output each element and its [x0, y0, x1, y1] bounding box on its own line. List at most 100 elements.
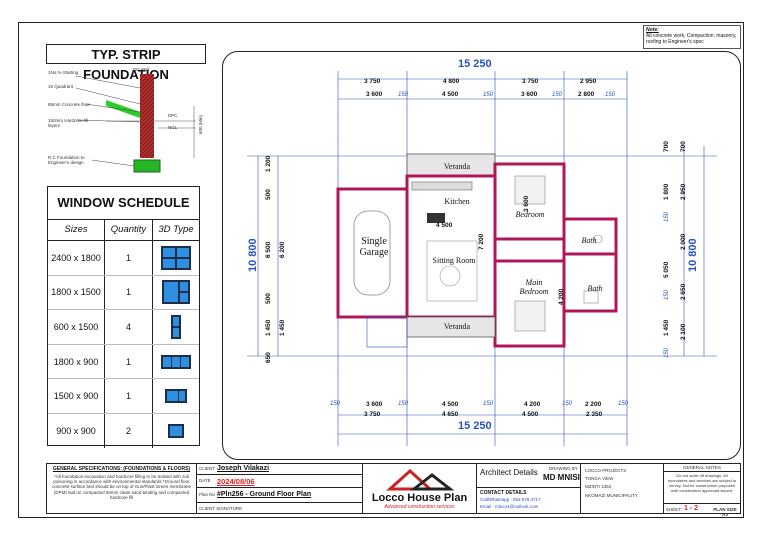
ngl-label: NGL [168, 125, 178, 130]
room-veranda-bottom: Veranda [443, 322, 471, 331]
table-row: 1800 x 1500 1 [48, 275, 199, 311]
right-dim-5: 2 100 [680, 323, 687, 340]
right-inner-6: 150 [664, 347, 670, 358]
top2-dim-6: 150 [552, 92, 563, 98]
right-dim-2: 2 950 [680, 183, 687, 200]
project-cell: LOCCO PROJECTS TONGA VIEW MZINTI 1352 NK… [581, 464, 664, 513]
signature-label: CLIENT SIGNATURE [199, 506, 243, 511]
left-inner-2: 1 450 [279, 319, 286, 336]
bottom2-dim-3: 4 500 [522, 411, 539, 418]
foundation-label-3: 85mm Concrete floor [48, 102, 91, 107]
overall-right-dim: 10 800 [687, 238, 699, 272]
title-block: GENERAL SPECIFICATIONS: (FOUNDATIONS & F… [46, 463, 741, 517]
architect-cell: Architect Details DRAWING BY MD MNISI CO… [477, 464, 581, 513]
left-dim-5: 1 450 [265, 319, 272, 336]
room-garage: Single Garage [359, 236, 389, 258]
right-inner-4: 150 [664, 289, 670, 300]
phone-link[interactable]: Call/Whatsapp : 063 979 4717 [480, 497, 541, 502]
top2-dim-5: 3 600 [521, 91, 538, 98]
drawing-sheet [18, 22, 744, 518]
top-dim-4: 2 950 [580, 78, 597, 85]
left-dim-3: 6 500 [265, 241, 272, 258]
bottom-dim-7: 150 [562, 401, 573, 407]
right-dim-1: 700 [680, 141, 687, 152]
right-inner-0: 700 [663, 141, 670, 152]
right-inner-2: 150 [664, 211, 670, 222]
top-dim-1: 3 750 [364, 78, 381, 85]
top2-dim-7: 2 800 [578, 91, 595, 98]
house-logo-icon [385, 468, 454, 491]
bottom-dim-4: 4 500 [442, 401, 459, 408]
room-bedroom: Bedroom [515, 210, 545, 219]
overall-bottom-dim: 15 250 [458, 420, 492, 432]
window-schedule-header: Sizes Quantity 3D Type [48, 220, 199, 241]
drawn-by: MD MNISI [543, 473, 580, 482]
overall-left-dim: 10 800 [247, 238, 259, 272]
room-kitchen: Kitchen [444, 197, 470, 206]
bottom-dim-5: 150 [483, 401, 494, 407]
room-main-bedroom: Main Bedroom [519, 278, 549, 296]
table-row: 2400 x 1800 1 [48, 241, 199, 276]
general-notes-cell: GENERAL NOTES Do not scale off drawings.… [664, 464, 740, 517]
left-dim-6: 650 [265, 352, 272, 363]
table-row: 600 x 1500 4 [48, 310, 199, 345]
room-sitting: Sitting Room [432, 256, 476, 265]
wall-label: 150 Wall [132, 67, 150, 72]
floor-plan-frame [222, 51, 741, 460]
right-inner-5: 1 450 [663, 319, 670, 336]
foundation-label-2: 19 Quadrant [48, 84, 74, 89]
top-dim-2: 4 800 [443, 78, 460, 85]
top-dim-3: 3 750 [522, 78, 539, 85]
window-schedule: WINDOW SCHEDULE Sizes Quantity 3D Type 2… [47, 186, 200, 448]
client-cell: CLIENT Joseph Vilakazi DATE 2024/08/06 P… [197, 464, 363, 513]
brand-name: Locco House Plan [371, 492, 468, 504]
foundation-label-5: R.C Foundation to Engineer's design [48, 155, 85, 165]
bottom-dim-1: 150 [330, 401, 341, 407]
bottom-dim-9: 150 [618, 401, 629, 407]
bottom-dim-2: 3 600 [366, 401, 383, 408]
window-4pane-icon [161, 245, 191, 270]
right-dim-3: 2 000 [680, 233, 687, 250]
top2-dim-2: 150 [398, 92, 409, 98]
left-dim-1: 1 200 [265, 155, 272, 172]
bottom2-dim-2: 4 650 [442, 411, 459, 418]
bottom-dim-8: 2 200 [585, 401, 602, 408]
sheet-number: 1 - 2 [684, 505, 699, 512]
inner-dim-3: 7 200 [478, 233, 485, 250]
inner-dim-1: 4 500 [436, 222, 453, 229]
right-dim-4: 2 650 [680, 283, 687, 300]
right-inner-1: 1 800 [663, 183, 670, 200]
bottom-dim-6: 4 200 [524, 401, 541, 408]
email-link[interactable]: Email : mloco4@outlook.com [480, 504, 539, 509]
bottom-dim-3: 150 [398, 401, 409, 407]
bottom2-dim-4: 2 350 [586, 411, 603, 418]
foundation-title: TYP. STRIP FOUNDATION [46, 44, 206, 82]
top2-dim-4: 150 [483, 92, 494, 98]
room-bath-1: Bath [581, 236, 597, 245]
window-narrow-icon [171, 314, 181, 339]
foundation-section-drawing [75, 74, 196, 173]
specifications-cell: GENERAL SPECIFICATIONS: (FOUNDATIONS & F… [47, 464, 197, 513]
inner-dim-4: 4 200 [558, 288, 565, 305]
date-value: 2024/08/06 [217, 477, 255, 486]
left-inner-1: 6 200 [279, 241, 286, 258]
top2-dim-8: 150 [605, 92, 616, 98]
window-2pane-icon [165, 389, 187, 404]
table-row: 1500 x 900 1 [48, 379, 199, 414]
brand-tagline: Advanced construction services [384, 504, 455, 510]
room-bath-2: Bath [587, 284, 603, 293]
bottom2-dim-1: 3 750 [364, 411, 381, 418]
inner-dim-2: 3 600 [523, 195, 530, 212]
left-dim-4: 500 [265, 293, 272, 304]
foundation-label-4: 150mm Hardcore fill layers [48, 118, 89, 128]
right-inner-3: 5 050 [663, 261, 670, 278]
brand-cell: Locco House Plan Advanced construction s… [363, 464, 477, 513]
table-row: 1800 x 900 1 [48, 344, 199, 380]
depth-label: 600 (Min) [198, 114, 203, 134]
left-dim-2: 500 [265, 189, 272, 200]
plan-number: #Pln256 - Ground Floor Plan [217, 491, 312, 498]
table-row: 900 x 900 2 [48, 413, 199, 448]
room-veranda-top: Veranda [443, 162, 471, 171]
top2-dim-3: 4 500 [442, 91, 459, 98]
client-name: Joseph Vilakazi [217, 465, 270, 472]
